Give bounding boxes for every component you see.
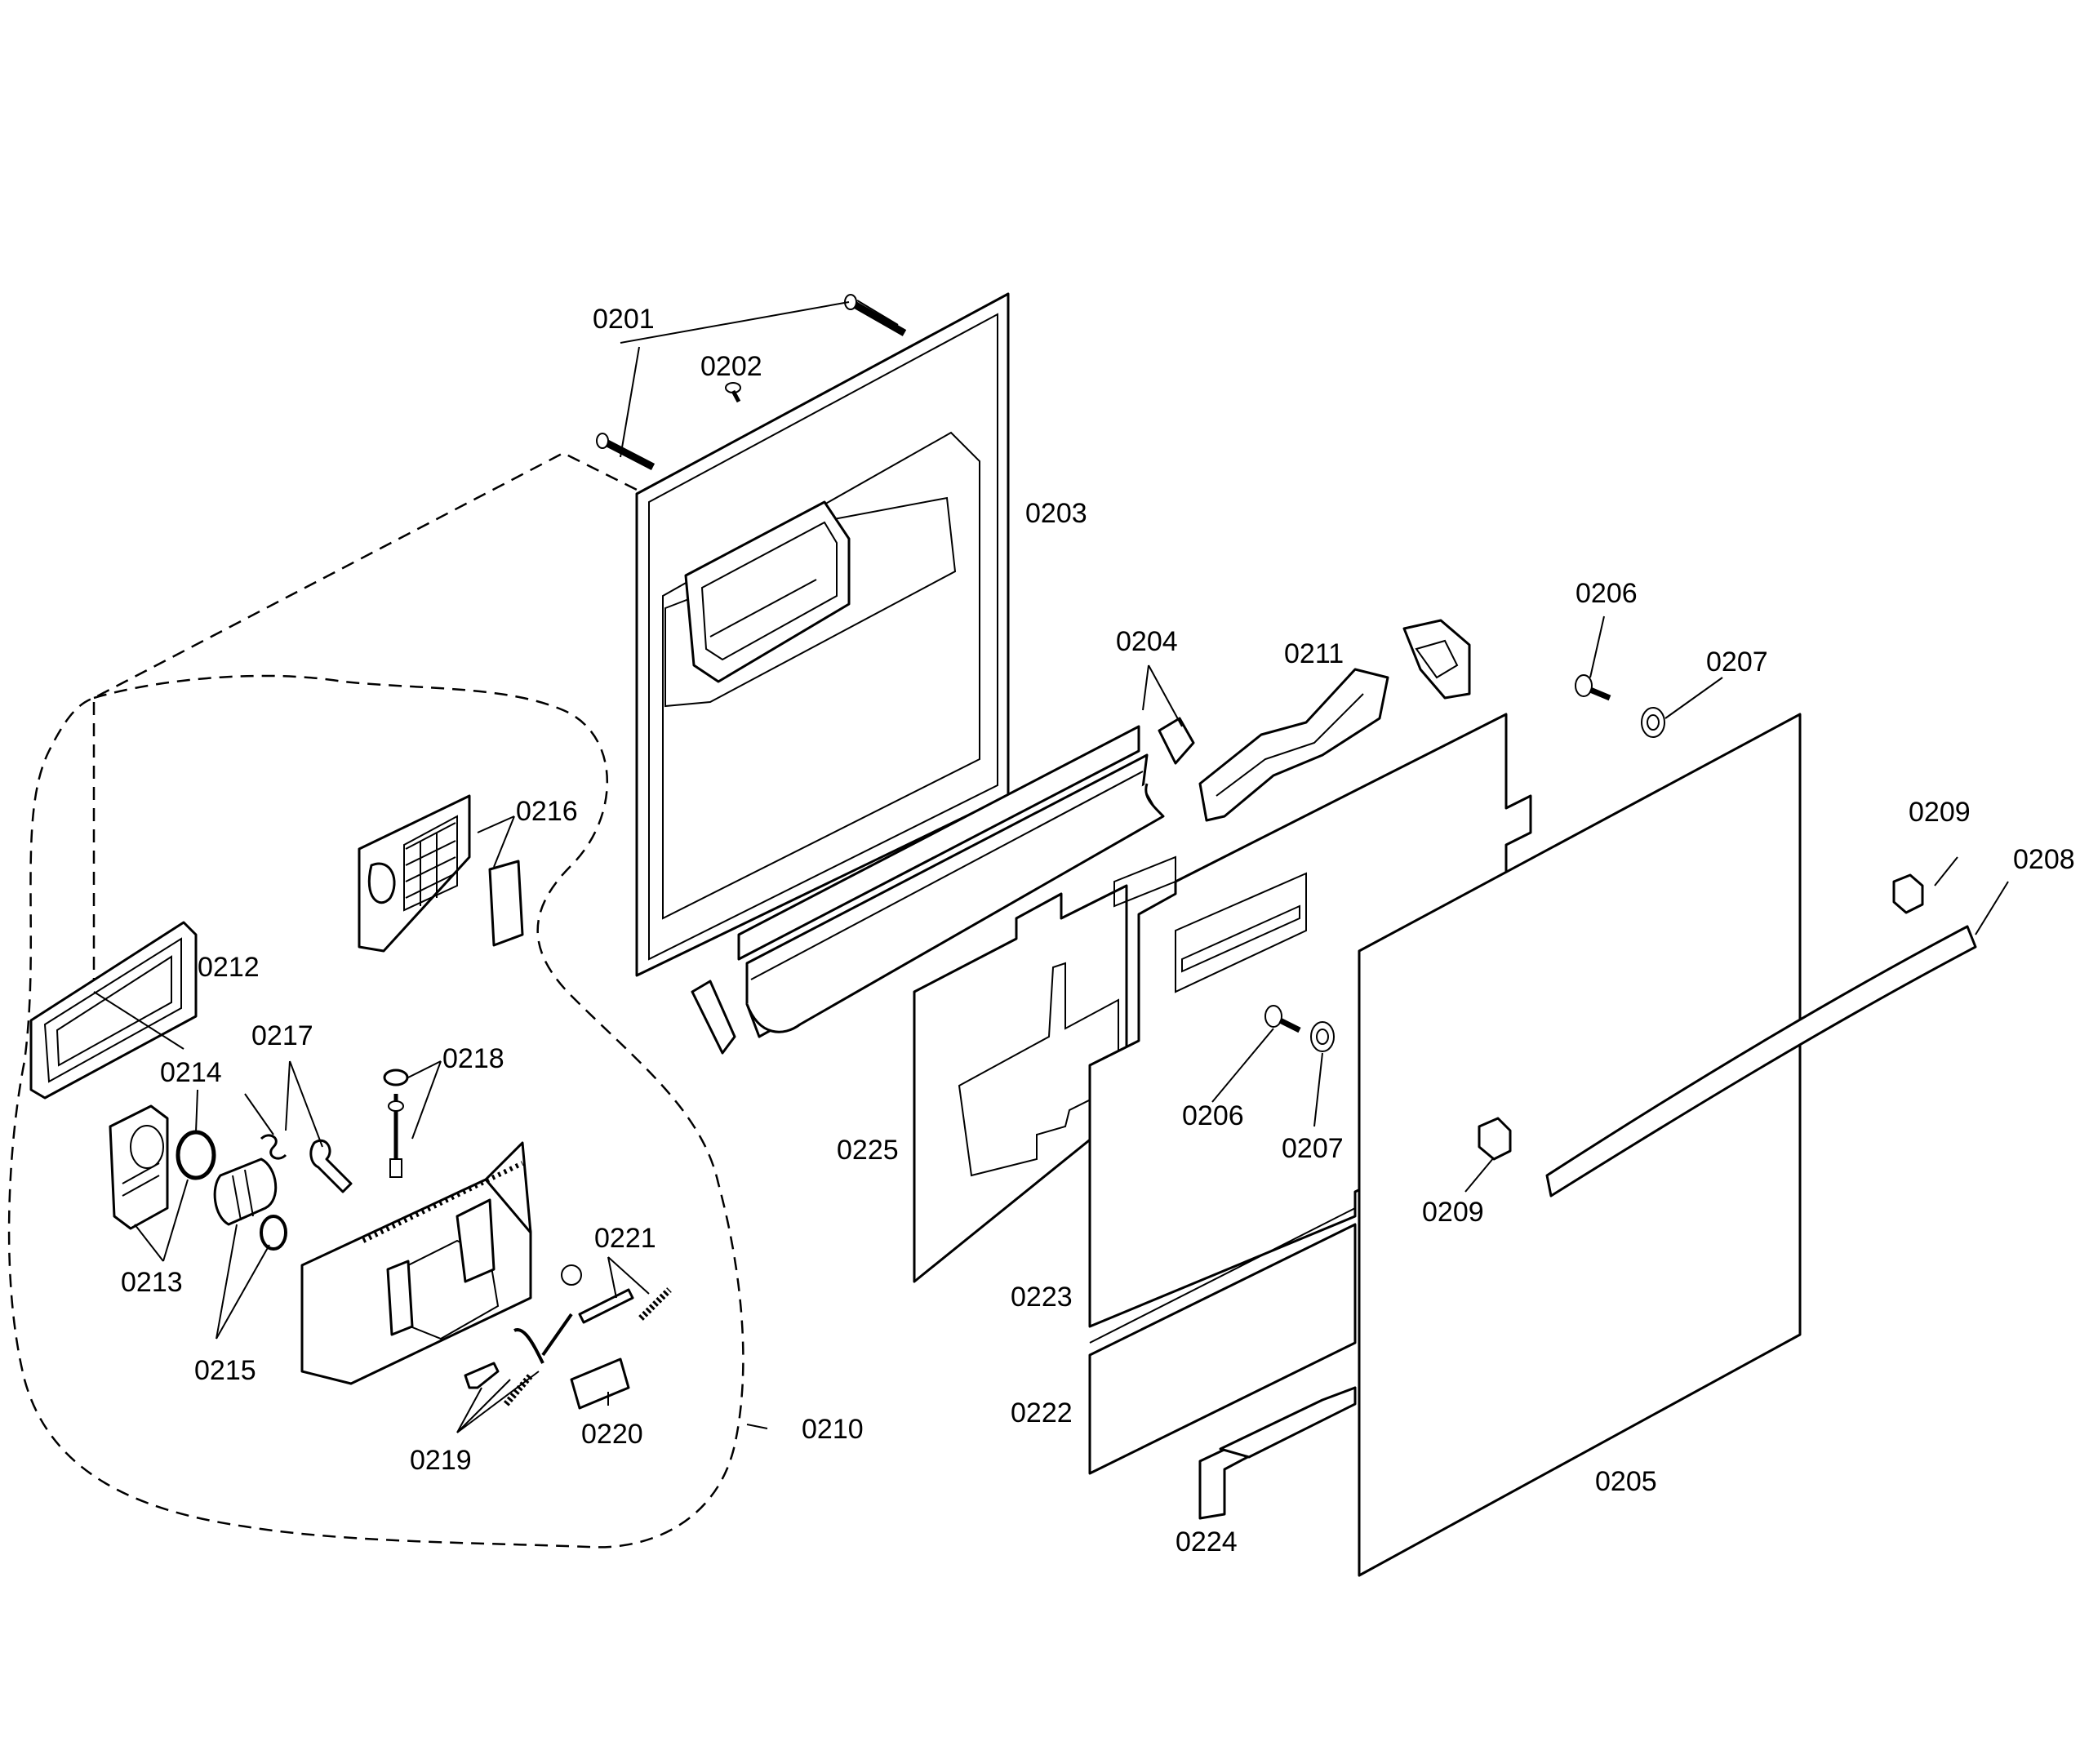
cap-0207-upper (1641, 707, 1665, 738)
label-0217: 0217 (251, 1020, 313, 1051)
label-0220: 0220 (581, 1419, 643, 1450)
label-0225: 0225 (837, 1135, 899, 1166)
label-0206-lower: 0206 (1182, 1100, 1244, 1131)
spring-0221 (561, 1264, 672, 1324)
ring-0214 (176, 1130, 216, 1180)
screw-0201-upper (844, 294, 907, 336)
door-handle-0208 (1545, 925, 1977, 1197)
bottom-strip-0222 (1088, 1207, 1357, 1475)
leader-lines (93, 301, 2009, 1433)
label-0209-upper: 0209 (1909, 797, 1971, 828)
hinge-bracket-0211 (1198, 619, 1471, 822)
label-0203: 0203 (1025, 498, 1087, 529)
label-0206-upper: 0206 (1576, 578, 1638, 609)
label-0216: 0216 (516, 796, 578, 827)
label-0215: 0215 (194, 1355, 256, 1386)
dispenser-cap-0215 (213, 1157, 287, 1251)
label-0213: 0213 (121, 1267, 183, 1298)
pin-0218 (383, 1069, 409, 1178)
screw-0201-lower (596, 433, 656, 470)
label-0207-upper: 0207 (1706, 647, 1768, 678)
dispenser-cover-0213 (109, 1104, 169, 1230)
handle-cap-0209-right (1892, 873, 1924, 914)
door-gasket-rail-0204 (691, 717, 1195, 1055)
label-0201: 0201 (593, 304, 655, 335)
cap-0207-lower (1310, 1021, 1335, 1052)
dispenser-housing (300, 1141, 532, 1385)
outer-door-panel-0205 (1358, 713, 1802, 1577)
inner-door-panel (635, 292, 1010, 977)
label-0207-lower: 0207 (1282, 1133, 1344, 1164)
label-0208: 0208 (2013, 844, 2075, 875)
screw-0206-upper (1575, 674, 1611, 701)
handle-cap-0209-left (1478, 1117, 1512, 1161)
screw-0202 (725, 382, 741, 403)
screw-0206-lower (1264, 1005, 1301, 1033)
label-0222: 0222 (1011, 1397, 1073, 1429)
subassembly-0210-outline (7, 451, 744, 1548)
label-0224: 0224 (1176, 1526, 1238, 1557)
seal-frame-0212 (29, 921, 198, 1100)
label-0212: 0212 (198, 952, 260, 983)
lever-0219 (464, 1313, 573, 1406)
kick-plate-0224 (1198, 1386, 1357, 1520)
label-0211: 0211 (1284, 638, 1344, 669)
label-0209-lower: 0209 (1422, 1197, 1484, 1228)
label-0204: 0204 (1116, 626, 1178, 657)
part-labels: 0201 0202 0203 0204 0211 0206 0207 0209 … (121, 304, 2075, 1557)
switch-0220 (570, 1357, 630, 1410)
label-0218: 0218 (442, 1043, 504, 1074)
vent-assembly-0216 (358, 794, 524, 953)
label-0202: 0202 (700, 351, 762, 382)
label-0205: 0205 (1595, 1466, 1657, 1497)
label-0214: 0214 (160, 1057, 222, 1088)
spring-lever-0217 (260, 1134, 353, 1193)
label-0221: 0221 (594, 1223, 656, 1254)
label-0223: 0223 (1011, 1282, 1073, 1313)
label-0210: 0210 (802, 1414, 864, 1445)
label-0219: 0219 (410, 1445, 472, 1476)
